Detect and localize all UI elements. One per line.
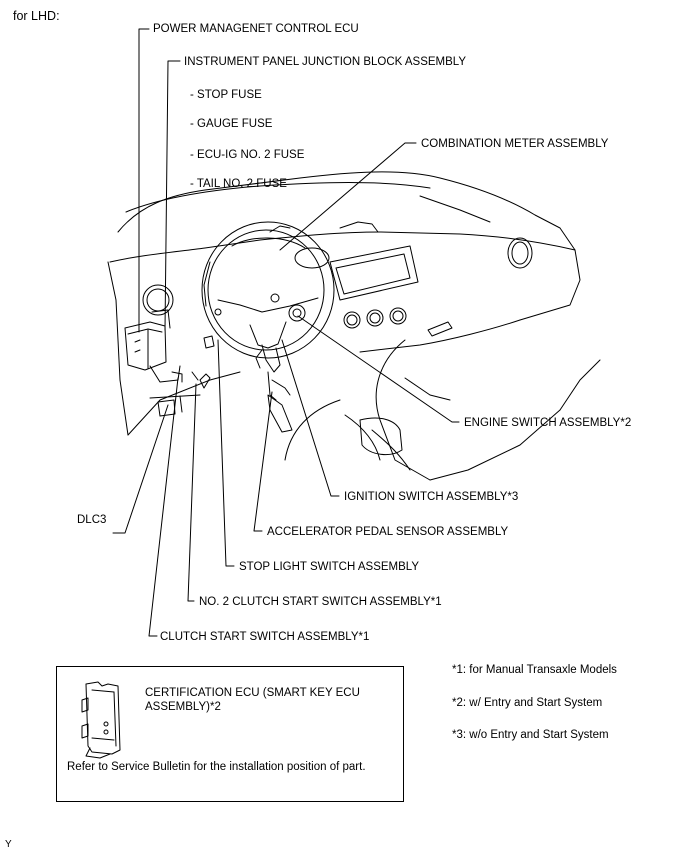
steering-wheel <box>201 221 335 359</box>
label-combination-meter: COMBINATION METER ASSEMBLY <box>421 138 609 150</box>
label-instrument-panel-junction-block: INSTRUMENT PANEL JUNCTION BLOCK ASSEMBLY <box>184 56 467 68</box>
label-stop-light-switch: STOP LIGHT SWITCH ASSEMBLY <box>239 561 420 573</box>
footnote-2: *2: w/ Entry and Start System <box>452 697 603 709</box>
leader-lines <box>112 28 460 637</box>
label-stop-fuse: - STOP FUSE <box>190 89 262 101</box>
label-no2-clutch-start-switch: NO. 2 CLUTCH START SWITCH ASSEMBLY*1 <box>199 596 442 608</box>
label-certification-ecu: CERTIFICATION ECU (SMART KEY ECU ASSEMBL… <box>145 687 360 713</box>
label-tail-fuse: - TAIL NO. 2 FUSE <box>190 178 287 190</box>
label-gauge-fuse: - GAUGE FUSE <box>190 118 273 130</box>
footnote-1: *1: for Manual Transaxle Models <box>452 664 617 676</box>
label-ecu-ig-fuse: - ECU-IG NO. 2 FUSE <box>190 149 305 161</box>
variant-heading: for LHD: <box>13 9 60 23</box>
certification-ecu-drawing <box>81 681 121 759</box>
dashboard-outline <box>107 171 601 481</box>
label-engine-switch: ENGINE SWITCH ASSEMBLY*2 <box>464 417 632 429</box>
pedal-assembly <box>255 344 293 433</box>
label-accelerator-pedal-sensor: ACCELERATOR PEDAL SENSOR ASSEMBLY <box>267 526 509 538</box>
label-power-management-ecu: POWER MANAGENET CONTROL ECU <box>153 23 359 35</box>
inset-reference-note: Refer to Service Bulletin for the instal… <box>67 761 366 773</box>
certification-ecu-inset: CERTIFICATION ECU (SMART KEY ECU ASSEMBL… <box>56 666 404 802</box>
label-dlc3: DLC3 <box>77 514 107 526</box>
label-ignition-switch: IGNITION SWITCH ASSEMBLY*3 <box>344 491 519 503</box>
footer-mark: Y <box>5 839 12 850</box>
label-clutch-start-switch: CLUTCH START SWITCH ASSEMBLY*1 <box>160 631 370 643</box>
engine-switch-part <box>288 304 306 322</box>
junction-block-part <box>124 309 215 389</box>
footnote-3: *3: w/o Entry and Start System <box>452 729 609 741</box>
